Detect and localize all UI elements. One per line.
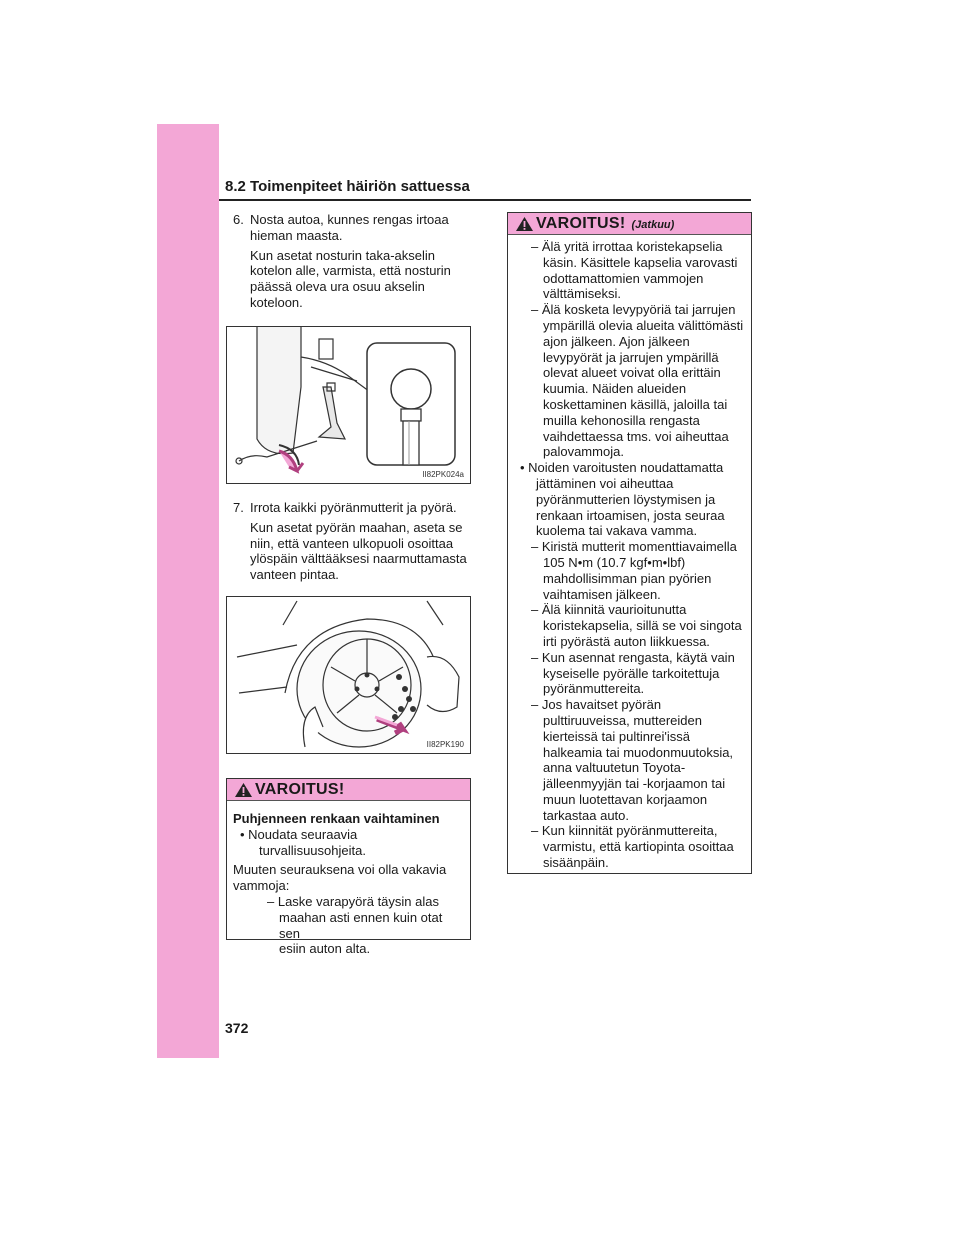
step-note-line: kotelon alle, varmista, että nosturin [250, 263, 451, 279]
step-text-line: hieman maasta. [250, 227, 343, 243]
warning-title: VAROITUS!(Jatkuu) [536, 215, 675, 232]
warning-triangle-icon [235, 783, 252, 797]
figure-wheel-illustration: II82PK190 [226, 596, 471, 754]
step-7: 7. Irrota kaikki pyöränmutterit ja pyörä… [233, 500, 473, 586]
step-note-line: niin, että vanteen ulkopuoli osoittaa [250, 535, 454, 551]
step-text-line: Irrota kaikki pyöränmutterit ja pyörä. [250, 500, 457, 515]
step-note-line: Kun asetat nosturin taka-akselin [250, 247, 435, 263]
figure-code: II82PK190 [426, 740, 464, 749]
warning-header: VAROITUS!(Jatkuu) [508, 213, 751, 235]
figure-code: II82PK024a [422, 470, 464, 479]
step-note-line: Kun asetat pyörän maahan, aseta se [250, 519, 463, 535]
page-number: 372 [225, 1020, 249, 1036]
warning-continued: (Jatkuu) [631, 219, 675, 231]
step-note-line: ylöspäin välttääksesi naarmuttamasta [250, 551, 467, 567]
step-number: 6. [233, 212, 244, 227]
warning-box-left: VAROITUS! Puhjenneen renkaan vaihtaminen… [226, 778, 471, 956]
step-note-line: päässä oleva ura osuu akselin [250, 279, 425, 295]
section-header: 8.2 Toimenpiteet häiriön sattuessa [225, 178, 470, 195]
warning-header: VAROITUS! [227, 779, 470, 801]
step-number: 7. [233, 500, 244, 515]
step-6: 6. Nosta autoa, kunnes rengas irtoaa hie… [233, 212, 473, 314]
jack-illustration [235, 327, 456, 474]
figure-jack-illustration: II82PK024a [226, 326, 471, 484]
step-note-line: koteloon. [250, 294, 303, 310]
wheel-illustration [236, 600, 460, 748]
step-note-line: vanteen pintaa. [250, 567, 339, 583]
step-text-line: Nosta autoa, kunnes rengas irtoaa [250, 212, 449, 227]
chapter-margin-band [157, 124, 219, 1058]
warning-triangle-icon [516, 217, 533, 231]
warning-title: VAROITUS! [255, 781, 345, 798]
warning-dash-item: – Kun kiinnität pyöränmuttereita,varmist… [531, 823, 734, 871]
warning-subtitle: Puhjenneen renkaan vaihtaminen [233, 811, 440, 826]
header-rule [219, 199, 751, 201]
warning-box-right: VAROITUS!(Jatkuu) – Älä yritä irrottaa k… [507, 212, 752, 874]
